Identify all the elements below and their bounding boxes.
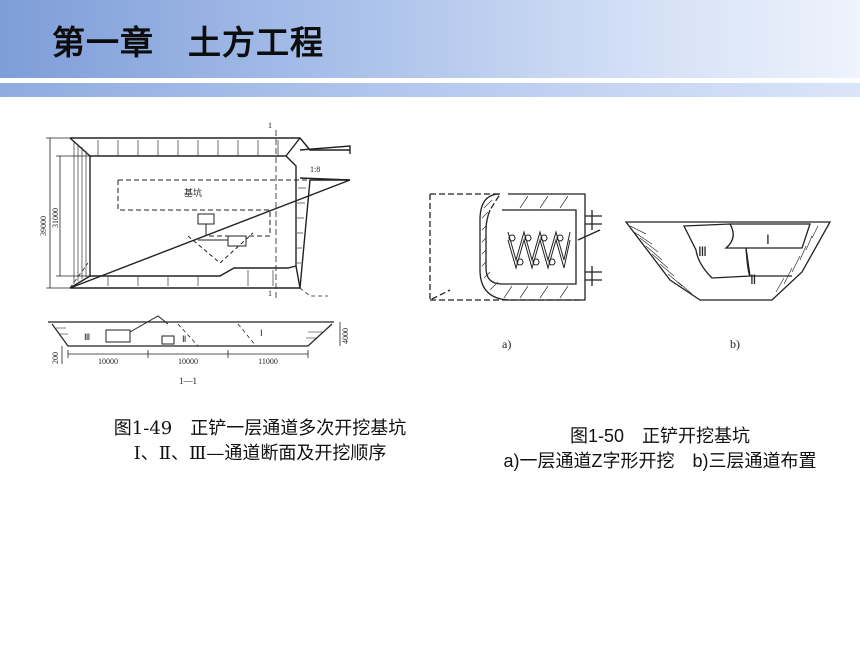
sub-label-a: a) [502, 337, 511, 351]
section-zone-iii: Ⅲ [84, 332, 90, 342]
sub-label-b: b) [730, 337, 740, 351]
b-zone-ii: Ⅱ [750, 272, 756, 287]
section-zone-ii: Ⅱ [182, 334, 186, 344]
section-zone-i: Ⅰ [260, 328, 263, 338]
section-caption: 1—1 [179, 376, 197, 386]
dim-11000: 11000 [258, 357, 278, 366]
figure-1-50-caption-line1: 图1-50 正铲开挖基坑 [569, 426, 751, 446]
pit-label: 基坑 [184, 187, 202, 198]
dim-39000: 39000 [39, 216, 48, 236]
b-zone-i: Ⅰ [766, 232, 770, 247]
dim-10000-a: 10000 [98, 357, 118, 366]
dim-31000: 31000 [51, 208, 60, 228]
section-mark-top: 1 [268, 121, 272, 130]
figure-1-49-drawing: 基坑 39000 31000 1 1 1:8 Ⅲ Ⅱ Ⅰ [38, 118, 358, 390]
figure-1-49-caption-line1: 图1-49 正铲一层通道多次开挖基坑 [113, 418, 407, 439]
figure-1-49-svg: 基坑 39000 31000 1 1 1:8 Ⅲ Ⅱ Ⅰ [39, 121, 351, 386]
dim-4000: 4000 [341, 328, 350, 344]
slope-label: 1:8 [310, 165, 320, 174]
figure-1-50-caption-line2: a)一层通道Z字形开挖 b)三层通道布置 [503, 451, 817, 471]
dim-200: 200 [51, 352, 60, 364]
title-divider-blue [0, 83, 860, 97]
b-zone-iii: Ⅲ [698, 244, 707, 259]
figure-1-50-caption: 图1-50 正铲开挖基坑 a)一层通道Z字形开挖 b)三层通道布置 [480, 424, 840, 474]
section-mark-bottom: 1 [268, 289, 272, 298]
title-bar: 第一章 土方工程 [0, 0, 860, 78]
dim-10000-b: 10000 [178, 357, 198, 366]
figure-1-49-caption-line2: Ⅰ、Ⅱ、Ⅲ—通道断面及开挖顺序 [133, 443, 387, 464]
figure-1-50-drawing: a) Ⅲ Ⅰ Ⅱ b) [420, 180, 840, 360]
figure-1-50-svg: a) Ⅲ Ⅰ Ⅱ b) [429, 193, 832, 351]
title-divider-white [0, 78, 860, 83]
figure-1-49-caption: 图1-49 正铲一层通道多次开挖基坑 Ⅰ、Ⅱ、Ⅲ—通道断面及开挖顺序 [75, 416, 445, 466]
slide-title: 第一章 土方工程 [52, 23, 324, 62]
